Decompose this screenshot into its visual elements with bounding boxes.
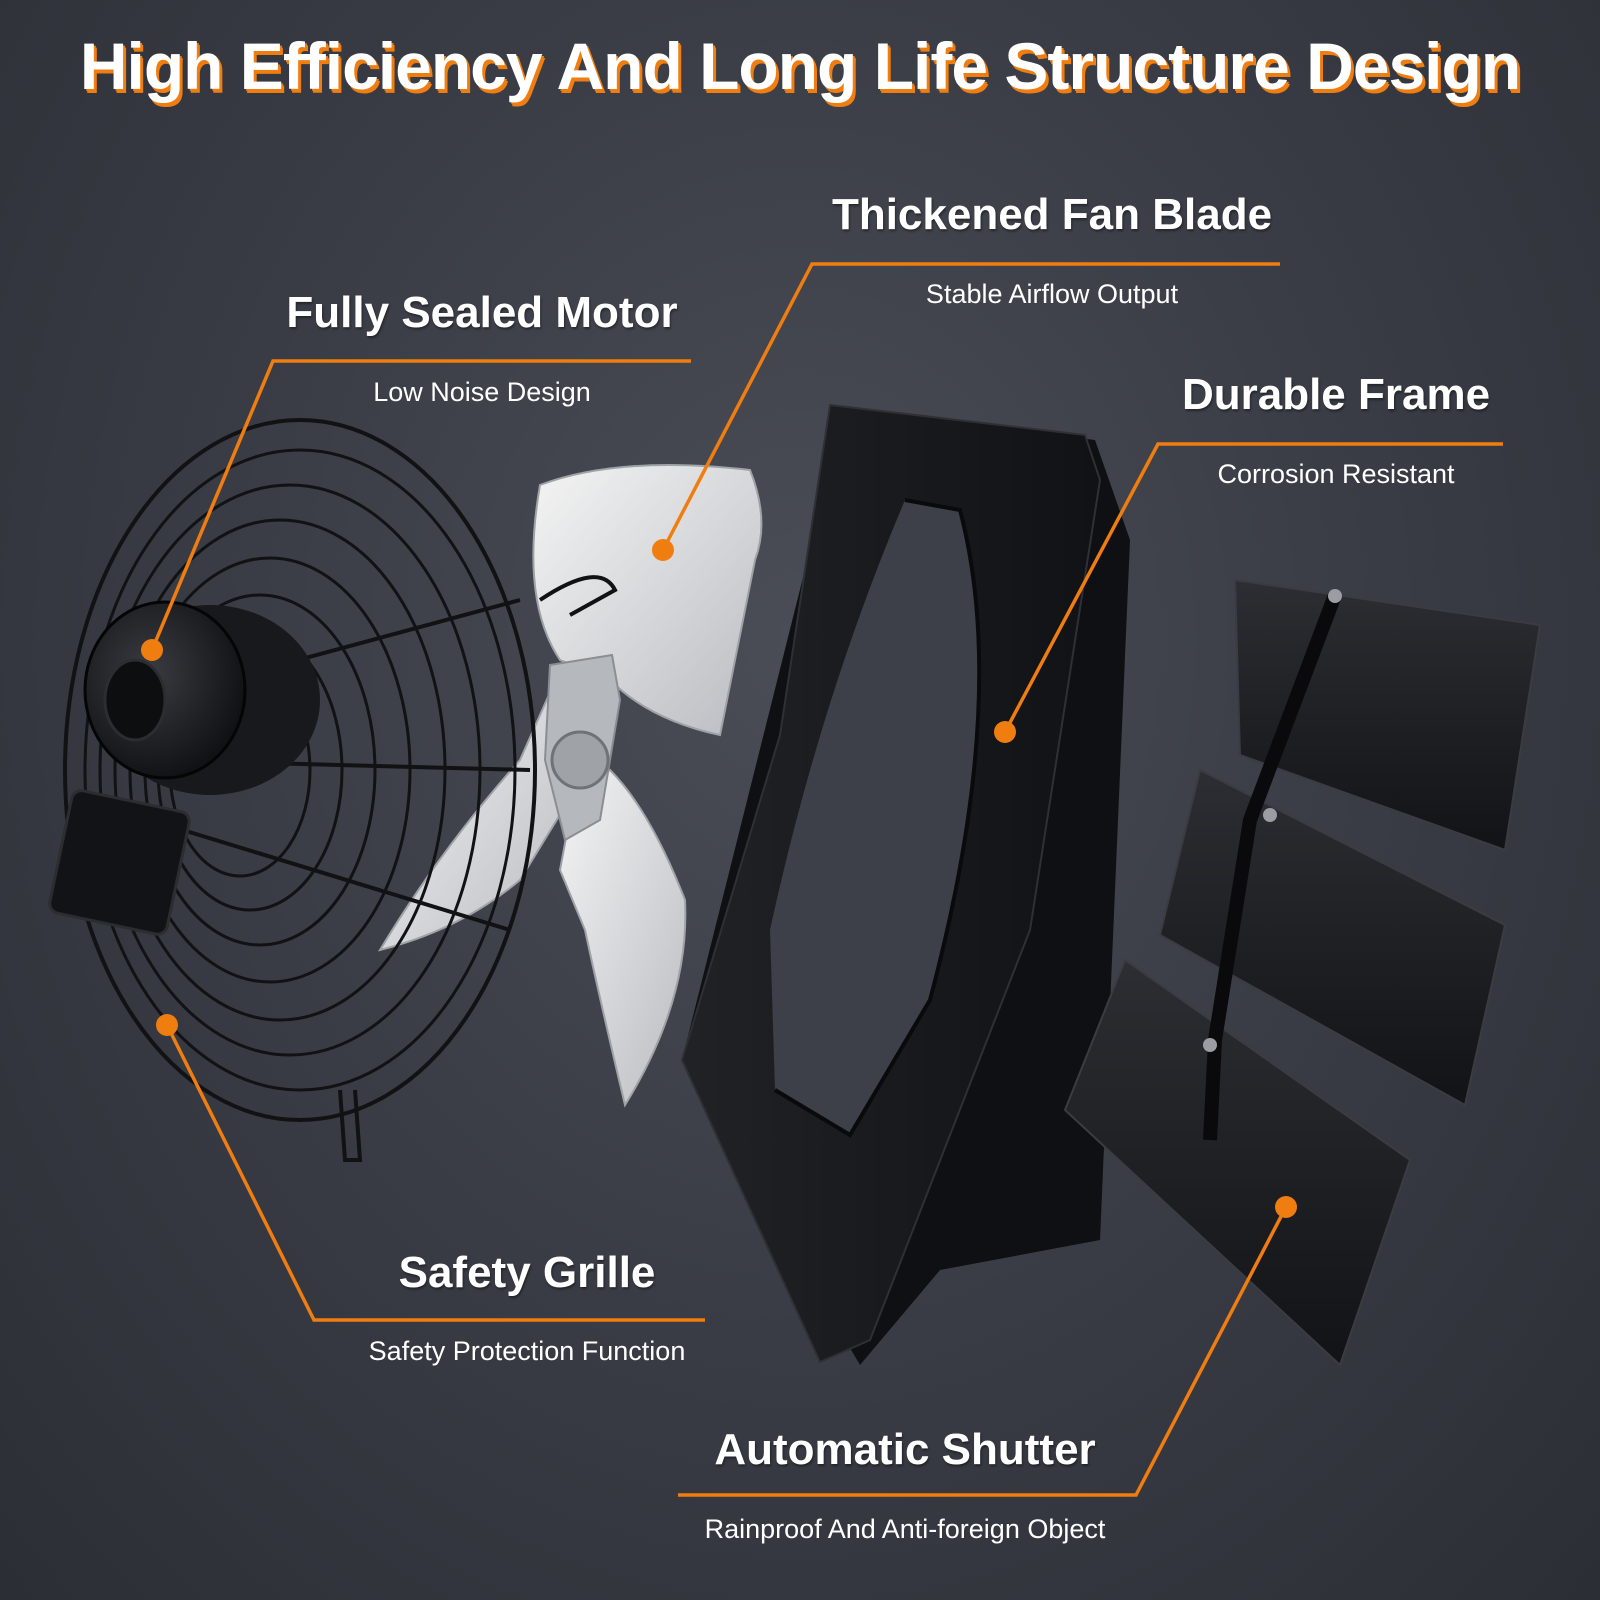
leader-line-grille — [165, 1024, 705, 1322]
leader-line-frame — [1003, 442, 1503, 733]
leader-dot-motor — [141, 639, 163, 661]
callout-shutter-heading: Automatic Shutter — [714, 1425, 1096, 1474]
leader-line-shutter — [678, 1206, 1288, 1497]
leader-dot-shutter — [1275, 1196, 1297, 1218]
leader-dot-frame — [994, 721, 1016, 743]
leader-line-motor — [150, 359, 691, 651]
callout-grille-sub: Safety Protection Function — [368, 1336, 686, 1366]
leader-dots — [141, 539, 1297, 1218]
leader-line-fan-blade — [661, 262, 1280, 551]
callout-grille-heading: Safety Grille — [398, 1248, 656, 1297]
shutter-graphic — [1063, 578, 1542, 1367]
callout-shutter-sub: Rainproof And Anti-foreign Object — [704, 1514, 1106, 1544]
frame-graphic — [680, 403, 1130, 1365]
fan-blade-graphic — [377, 464, 763, 1108]
callout-fan-blade-heading: Thickened Fan Blade — [831, 190, 1273, 239]
page-title: High Efficiency And Long Life Structure … — [79, 29, 1521, 103]
leader-lines — [150, 262, 1503, 1497]
leader-dot-fan-blade — [652, 539, 674, 561]
leader-dot-grille — [156, 1014, 178, 1036]
callout-frame-heading: Durable Frame — [1181, 370, 1491, 419]
motor-graphic — [48, 600, 320, 936]
callout-fan-blade-sub: Stable Airflow Output — [925, 279, 1179, 309]
callout-frame-sub: Corrosion Resistant — [1217, 459, 1455, 489]
callout-motor-sub: Low Noise Design — [373, 377, 591, 407]
callout-motor-heading: Fully Sealed Motor — [286, 288, 678, 337]
